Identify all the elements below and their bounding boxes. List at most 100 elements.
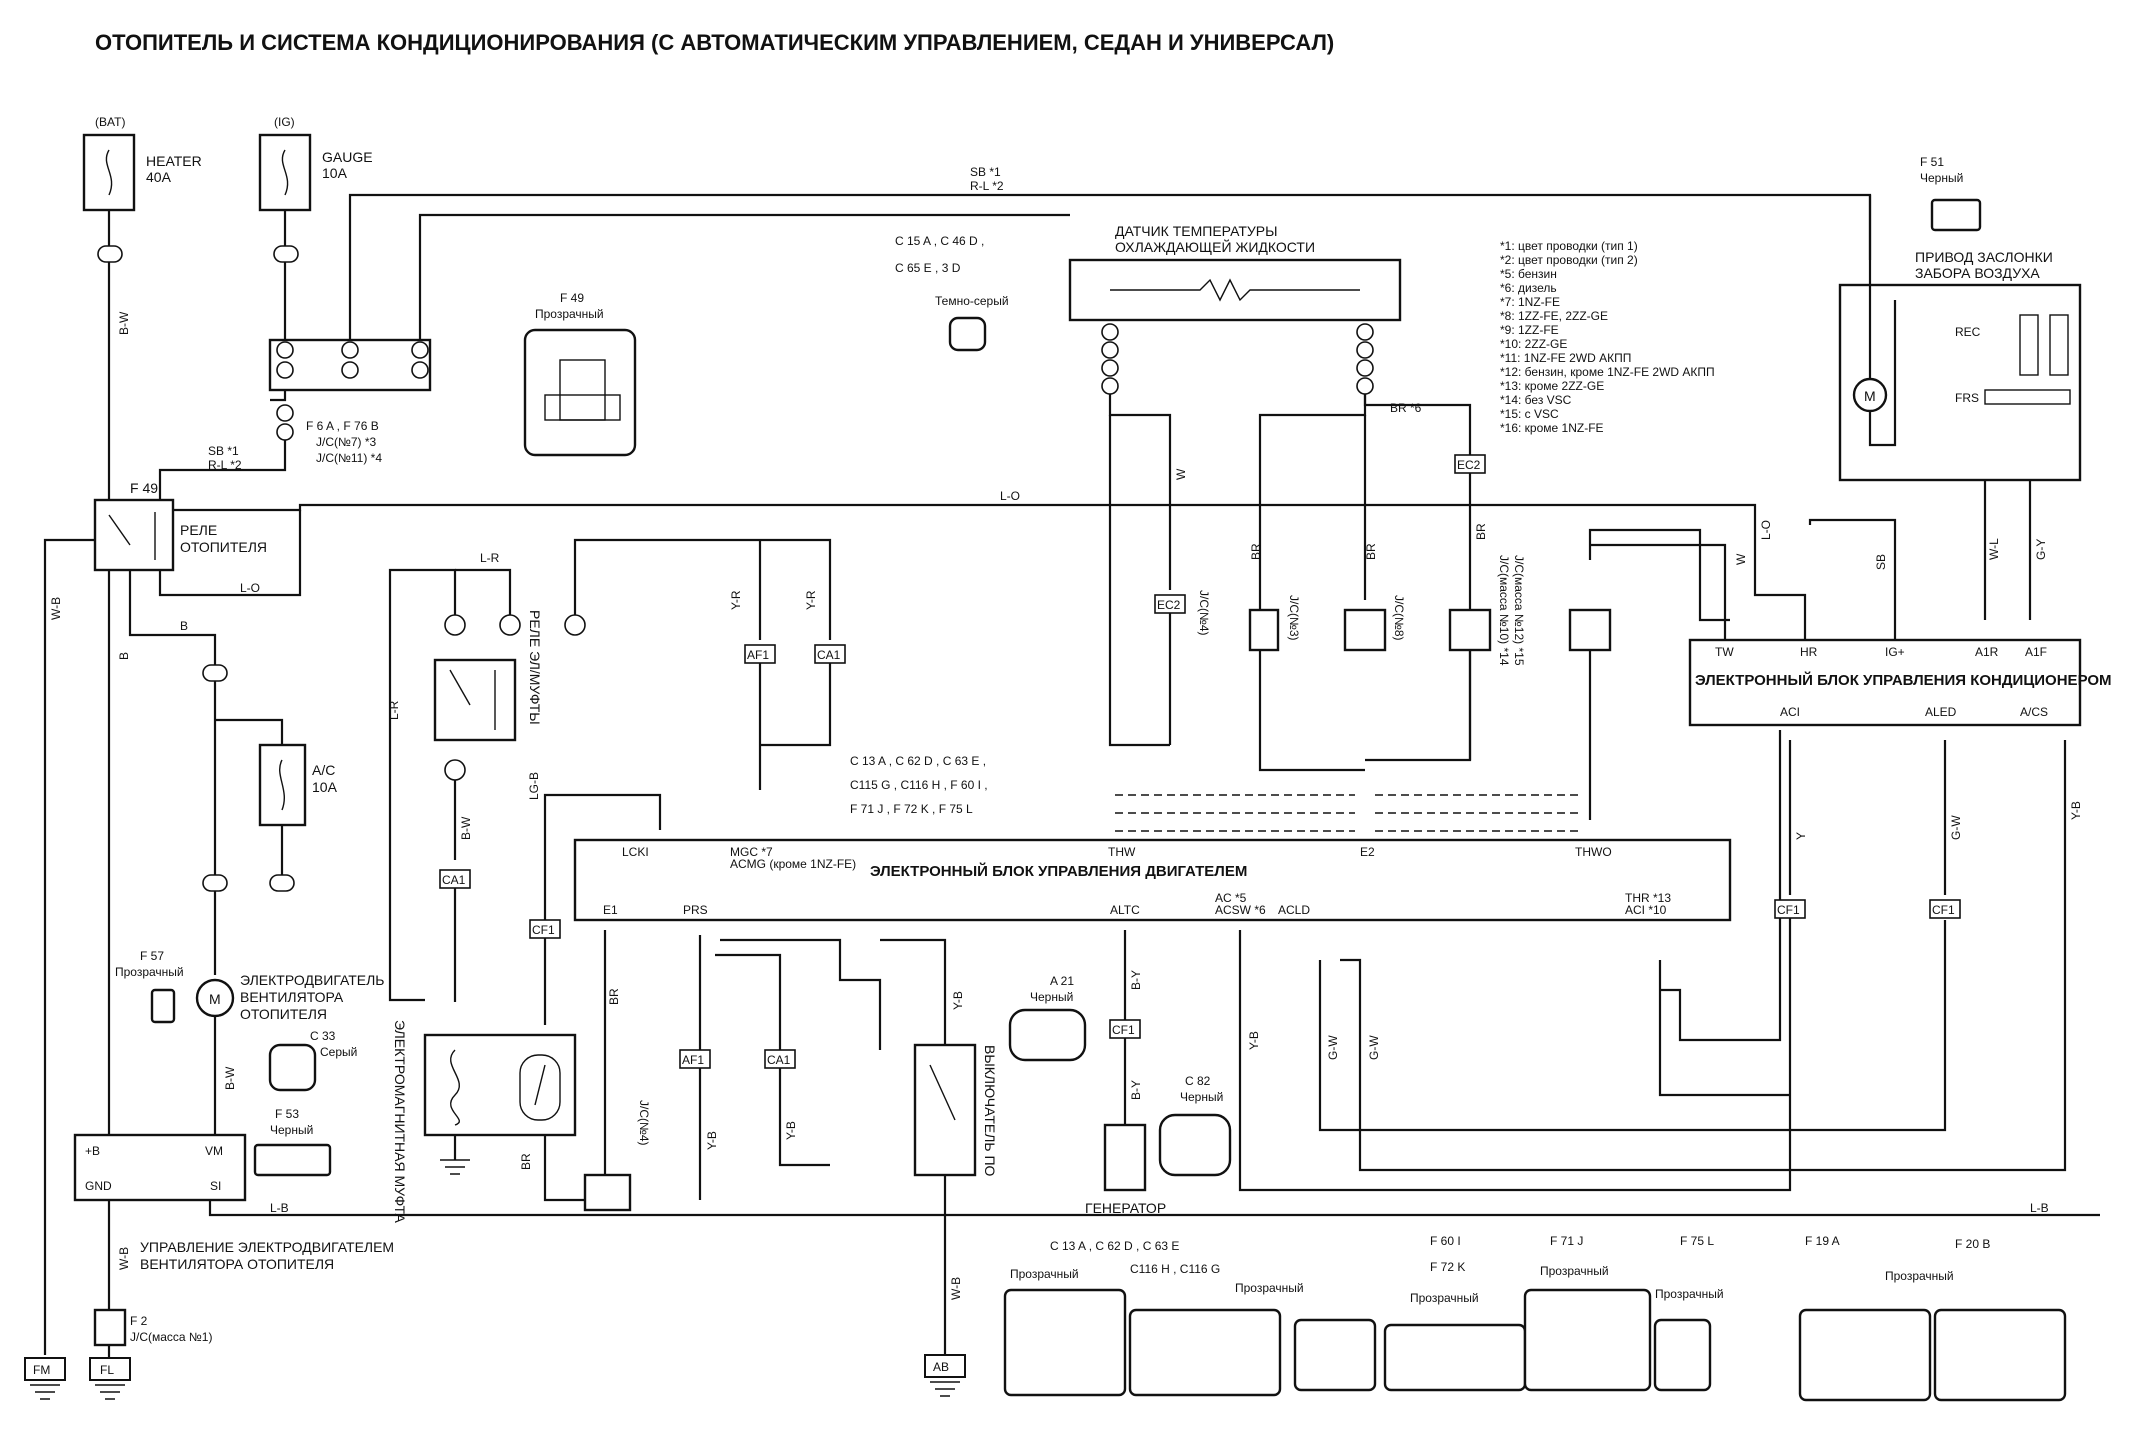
svg-text:Прозрачный: Прозрачный [1540, 1264, 1609, 1278]
svg-text:G-W: G-W [1367, 1035, 1381, 1060]
svg-text:УПРАВЛЕНИЕ ЭЛЕКТРОДВИГАТЕЛЕМ: УПРАВЛЕНИЕ ЭЛЕКТРОДВИГАТЕЛЕМ [140, 1239, 394, 1255]
svg-text:BR: BR [1364, 543, 1378, 560]
svg-text:J/C(масса №12) *15: J/C(масса №12) *15 [1512, 555, 1526, 666]
svg-text:F 19 A: F 19 A [1805, 1234, 1840, 1248]
svg-text:FM: FM [33, 1363, 50, 1377]
svg-text:SB *1: SB *1 [208, 444, 239, 458]
svg-text:Y-B: Y-B [1247, 1031, 1261, 1050]
connector-f53-graphic [253, 1143, 332, 1177]
svg-text:ВЫКЛЮЧАТЕЛЬ ПО: ВЫКЛЮЧАТЕЛЬ ПО [982, 1045, 998, 1177]
ground-fl: FL [89, 1357, 131, 1400]
svg-text:ДАТЧИК ТЕМПЕРАТУРЫ: ДАТЧИК ТЕМПЕРАТУРЫ [1115, 223, 1278, 239]
svg-text:Прозрачный: Прозрачный [1010, 1267, 1079, 1281]
svg-text:GND: GND [85, 1179, 112, 1193]
svg-text:Y-R: Y-R [804, 590, 818, 610]
svg-text:Прозрачный: Прозрачный [1655, 1287, 1724, 1301]
compressor-relay: РЕЛЕ ЭЛ/МУФТЫ [433, 610, 543, 742]
svg-text:G-Y: G-Y [2034, 539, 2048, 560]
svg-text:SB *1: SB *1 [970, 165, 1001, 179]
svg-text:CA1: CA1 [817, 648, 841, 662]
svg-text:F 20 B: F 20 B [1955, 1237, 1990, 1251]
svg-text:SI: SI [210, 1179, 221, 1193]
svg-text:Прозрачный: Прозрачный [115, 965, 184, 979]
coolant-temp-sensor: ДАТЧИК ТЕМПЕРАТУРЫ ОХЛАЖДАЮЩЕЙ ЖИДКОСТИ [1068, 223, 1402, 322]
jc7-ref-1: F 6 A , F 76 B [306, 419, 379, 433]
gauge-fuse-rating: 10A [322, 165, 348, 181]
connector-1D [97, 245, 123, 263]
svg-text:F 49: F 49 [560, 291, 584, 305]
svg-text:C 82: C 82 [1185, 1074, 1211, 1088]
bottom-connector-legend: C 13 A , C 62 D , C 63 E C116 H , C116 G… [1010, 1234, 1990, 1305]
svg-text:J/C(№3): J/C(№3) [1287, 595, 1301, 641]
magnetic-clutch: ЭЛЕКТРОМАГНИТНАЯ МУФТА [392, 1020, 577, 1224]
jc10-block [1448, 608, 1492, 652]
heater-fuse-source: (BAT) [95, 115, 125, 129]
svg-text:Y: Y [1794, 832, 1808, 840]
svg-text:AF1: AF1 [682, 1053, 704, 1067]
svg-text:Y-B: Y-B [951, 991, 965, 1010]
svg-text:ЗАБОРА ВОЗДУХА: ЗАБОРА ВОЗДУХА [1915, 265, 2040, 281]
svg-text:B-W: B-W [223, 1066, 237, 1090]
svg-text:CF1: CF1 [1777, 903, 1800, 917]
connector-c-graphic [948, 316, 987, 352]
svg-text:A/C: A/C [312, 762, 335, 778]
svg-text:BR: BR [1474, 523, 1488, 540]
fan-control-block: +B VM GND SI УПРАВЛЕНИЕ ЭЛЕКТРОДВИГАТЕЛЕ… [73, 1133, 394, 1272]
svg-text:F 60 I: F 60 I [1430, 1234, 1461, 1248]
svg-text:C115 G , C116 H , F 60 I ,: C115 G , C116 H , F 60 I , [850, 778, 988, 792]
svg-text:Y-B: Y-B [2069, 801, 2083, 820]
svg-text:B: B [117, 652, 131, 660]
jc7-ref-2: J/C(№7) *3 [316, 435, 377, 449]
svg-text:ГЕНЕРАТОР: ГЕНЕРАТОР [1085, 1200, 1166, 1216]
svg-text:MGC *7: MGC *7 [730, 845, 773, 859]
bottom-connector-graphics [1003, 1288, 2067, 1402]
svg-text:Прозрачный: Прозрачный [1410, 1291, 1479, 1305]
ground-ab: AB [924, 1354, 966, 1397]
svg-text:F 53: F 53 [275, 1107, 299, 1121]
svg-text:*13: кроме 2ZZ-GE: *13: кроме 2ZZ-GE [1500, 379, 1604, 393]
svg-text:FL: FL [100, 1363, 114, 1377]
svg-text:10A: 10A [312, 779, 338, 795]
connector-a21-graphic [1008, 1008, 1087, 1062]
svg-text:W-B: W-B [49, 597, 63, 620]
svg-text:W-L: W-L [1987, 538, 2001, 560]
air-intake-damper: ПРИВОД ЗАСЛОНКИ ЗАБОРА ВОЗДУХА M REC FRS [1838, 249, 2082, 482]
svg-text:Серый: Серый [320, 1045, 357, 1059]
svg-text:EC2: EC2 [1457, 458, 1481, 472]
svg-text:*7: 1NZ-FE: *7: 1NZ-FE [1500, 295, 1560, 309]
svg-text:ALED: ALED [1925, 705, 1957, 719]
svg-text:Y-B: Y-B [784, 1121, 798, 1140]
svg-text:*6: дизель: *6: дизель [1500, 281, 1557, 295]
svg-text:L-B: L-B [2030, 1201, 2049, 1215]
svg-text:Y-B: Y-B [705, 1131, 719, 1150]
svg-text:*15: с VSC: *15: с VSC [1500, 407, 1559, 421]
svg-text:THR *13: THR *13 [1625, 891, 1671, 905]
jc-ac-block [1568, 608, 1612, 652]
svg-text:L-O: L-O [1000, 489, 1020, 503]
svg-text:E2: E2 [1360, 845, 1375, 859]
svg-text:C 33: C 33 [310, 1029, 336, 1043]
ground-fm: FM [24, 1357, 66, 1400]
svg-text:C 13 A , C 62 D , C 63 E ,: C 13 A , C 62 D , C 63 E , [850, 754, 986, 768]
svg-text:*9: 1ZZ-FE: *9: 1ZZ-FE [1500, 323, 1559, 337]
svg-text:Прозрачный: Прозрачный [1235, 1281, 1304, 1295]
svg-text:REC: REC [1955, 325, 1981, 339]
svg-text:LCKI: LCKI [622, 845, 649, 859]
svg-text:C 65 E , 3 D: C 65 E , 3 D [895, 261, 961, 275]
svg-text:*2: цвет проводки (тип 2): *2: цвет проводки (тип 2) [1500, 253, 1638, 267]
svg-text:B-W: B-W [459, 816, 473, 840]
svg-text:BR: BR [519, 1153, 533, 1170]
svg-text:THWO: THWO [1575, 845, 1612, 859]
fan-motor: M ЭЛЕКТРОДВИГАТЕЛЬ ВЕНТИЛЯТОРА ОТОПИТЕЛЯ [195, 972, 384, 1022]
heater-fuse-name: HEATER [146, 153, 202, 169]
svg-text:Черный: Черный [1030, 990, 1073, 1004]
svg-text:ПРИВОД ЗАСЛОНКИ: ПРИВОД ЗАСЛОНКИ [1915, 249, 2053, 265]
svg-text:*16: кроме 1NZ-FE: *16: кроме 1NZ-FE [1500, 421, 1604, 435]
svg-text:ACSW *6: ACSW *6 [1215, 903, 1266, 917]
jc7-ref-3: J/C(№11) *4 [316, 451, 382, 465]
svg-text:Черный: Черный [1920, 171, 1963, 185]
gauge-fuse-source: (IG) [274, 115, 295, 129]
svg-text:ЭЛЕКТРОМАГНИТНАЯ МУФТА: ЭЛЕКТРОМАГНИТНАЯ МУФТА [392, 1020, 408, 1224]
svg-text:AB: AB [933, 1360, 949, 1374]
